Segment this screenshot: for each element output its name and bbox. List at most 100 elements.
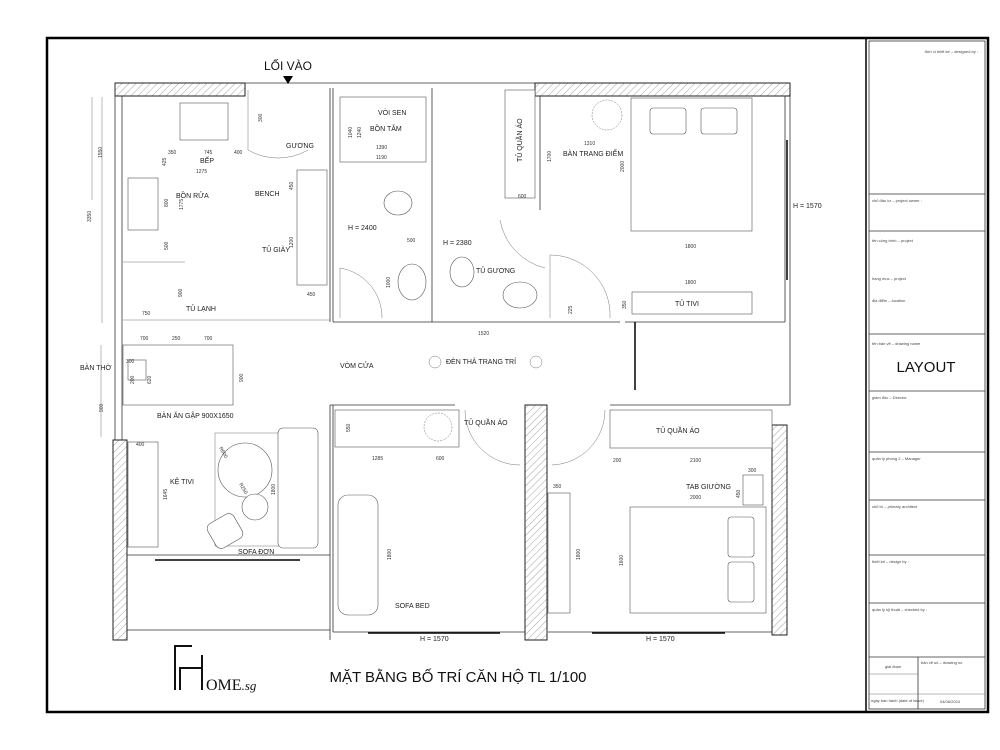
label-sink: BỒN RỬA bbox=[176, 190, 209, 200]
bathtub bbox=[339, 96, 427, 163]
date-label: ngày ban hành (date of issue) bbox=[871, 698, 925, 703]
dim-text: 1800 bbox=[271, 484, 277, 495]
sofa-bed-icon bbox=[337, 494, 379, 616]
dim-text: 1240 bbox=[357, 127, 363, 138]
dim-text: 1775 bbox=[179, 199, 185, 210]
label-bathtub: BỒN TẮM bbox=[370, 123, 402, 133]
label-dining-table: BÀN ĂN GẬP 900X1650 bbox=[157, 411, 234, 420]
label-ceiling-h-2380: H = 2380 bbox=[443, 240, 472, 247]
label-tv-cabinet: TỦ TIVI bbox=[675, 299, 699, 308]
label-mirror: GƯƠNG bbox=[286, 143, 314, 150]
entrance-label: LỐI VÀO bbox=[264, 58, 312, 73]
label-armchair: SOFA ĐƠN bbox=[238, 549, 274, 556]
design-by-label: thiết kế – design by : bbox=[872, 559, 909, 564]
dim-text: 3350 bbox=[87, 211, 93, 222]
dim-text: 1800 bbox=[685, 244, 696, 250]
label-wardrobe-3: TỦ QUẦN ÁO bbox=[656, 425, 700, 435]
wardrobe-2 bbox=[334, 409, 460, 448]
label-mirror-cabinet: TỦ GƯƠNG bbox=[476, 266, 515, 275]
dim-text: R600 bbox=[217, 446, 228, 460]
dim-text: 500 bbox=[407, 238, 416, 244]
dim-text: 1800 bbox=[576, 549, 582, 560]
walls bbox=[112, 82, 791, 641]
label-vanity: BÀN TRANG ĐIỂM bbox=[563, 149, 623, 158]
label-wardrobe-1: TỦ QUẦN ÁO bbox=[514, 118, 524, 162]
dim-text: 350 bbox=[168, 150, 177, 156]
title-block: đơn vị thiết kế – designed by : chủ đầu … bbox=[868, 40, 986, 710]
dim-text: 450 bbox=[307, 292, 316, 298]
dim-text: 2000 bbox=[620, 161, 626, 172]
dim-text: 750 bbox=[142, 311, 151, 317]
altar bbox=[127, 359, 147, 381]
label-fridge: TỦ LẠNH bbox=[186, 304, 216, 313]
dim-text: 250 bbox=[172, 336, 181, 342]
round-stool bbox=[423, 412, 453, 442]
vanity-stool bbox=[591, 99, 623, 131]
phase-label: giai đoạn bbox=[885, 664, 901, 669]
shoe-cabinet bbox=[296, 169, 328, 286]
architect-label: chủ trì – primary architect bbox=[872, 504, 918, 509]
dim-text: 1285 bbox=[372, 456, 383, 462]
label-bench: BENCH bbox=[255, 191, 280, 198]
dim-text: 1550 bbox=[98, 147, 104, 158]
sheet-border bbox=[45, 36, 990, 714]
dim-text: 550 bbox=[346, 423, 352, 432]
fhome-logo: OME.sg bbox=[174, 645, 257, 694]
logo-text: OME.sg bbox=[206, 677, 257, 694]
room-labels: BẾP BỒN RỬA BENCH GƯƠNG TỦ GIÀY TỦ LẠNH … bbox=[80, 108, 822, 643]
location-label: địa điểm – location bbox=[872, 298, 905, 303]
drawing-name: LAYOUT bbox=[897, 359, 956, 376]
drawing-name-label: tên bản vẽ – drawing name bbox=[872, 341, 921, 346]
dim-text: 700 bbox=[204, 336, 213, 342]
dim-text: R250 bbox=[237, 482, 248, 496]
dim-text: 450 bbox=[289, 181, 295, 190]
label-tv-shelf: KỆ TIVI bbox=[170, 477, 194, 486]
manager-label: quản lý phòng 2 – Manager bbox=[872, 456, 921, 461]
dim-text: 350 bbox=[553, 484, 562, 490]
project-label: tên công trình – project bbox=[872, 238, 914, 243]
dim-text: 300 bbox=[748, 468, 757, 474]
dim-text: 1310 bbox=[584, 141, 595, 147]
tv-cabinet bbox=[631, 291, 753, 315]
sofa-icon bbox=[277, 427, 319, 549]
dim-text: 425 bbox=[162, 157, 168, 166]
toilet-icon bbox=[383, 190, 413, 216]
pendant-light-icon bbox=[428, 355, 442, 369]
designed-by-label: đơn vị thiết kế – designed by : bbox=[925, 49, 978, 54]
label-shower: VÒI SEN bbox=[378, 108, 406, 117]
label-ceiling-h-2400: H = 2400 bbox=[348, 225, 377, 232]
dimension-labels: 3350 1550 350 745 400 425 1275 800 1775 … bbox=[87, 97, 757, 566]
armchair-icon bbox=[206, 513, 244, 549]
director-label: giám đốc – Director bbox=[872, 395, 907, 400]
tv-shelf bbox=[127, 441, 159, 548]
pillow-icon bbox=[649, 107, 687, 135]
wardrobe-3 bbox=[609, 409, 773, 449]
dim-text: 1200 bbox=[289, 237, 295, 248]
pillow-icon bbox=[727, 561, 755, 603]
dim-text: 2100 bbox=[690, 458, 701, 464]
dim-text: 300 bbox=[258, 113, 264, 122]
item-label: hạng mục – project bbox=[872, 276, 907, 281]
label-window-h-a: H = 1570 bbox=[420, 636, 449, 643]
label-window-h-right: H = 1570 bbox=[793, 203, 822, 210]
dim-text: 400 bbox=[136, 442, 145, 448]
dim-text: 1000 bbox=[386, 277, 392, 288]
dim-text: 1700 bbox=[547, 151, 553, 162]
drawing-no-label: bản vẽ số – drawing no bbox=[921, 660, 963, 665]
dim-text: 1645 bbox=[163, 489, 169, 500]
entrance-arrow-icon bbox=[283, 76, 293, 84]
nightstand bbox=[742, 474, 764, 506]
label-altar: BÀN THỜ bbox=[80, 363, 112, 372]
furniture bbox=[122, 89, 773, 616]
label-pendant-light: ĐÈN THẢ TRANG TRÍ bbox=[446, 357, 516, 366]
checked-by-label: quản lý kỹ thuật – checked by : bbox=[872, 607, 927, 612]
dim-text: 350 bbox=[622, 300, 628, 309]
drawing-title: MẶT BẰNG BỐ TRÍ CĂN HỘ TL 1/100 bbox=[329, 668, 586, 686]
dim-text: 700 bbox=[140, 336, 149, 342]
label-sofa-bed: SOFA BED bbox=[395, 603, 430, 610]
dim-text: 1275 bbox=[196, 169, 207, 175]
dim-text: 620 bbox=[147, 375, 153, 384]
label-arch: VÒM CỬA bbox=[340, 361, 374, 370]
side-table bbox=[241, 493, 269, 521]
